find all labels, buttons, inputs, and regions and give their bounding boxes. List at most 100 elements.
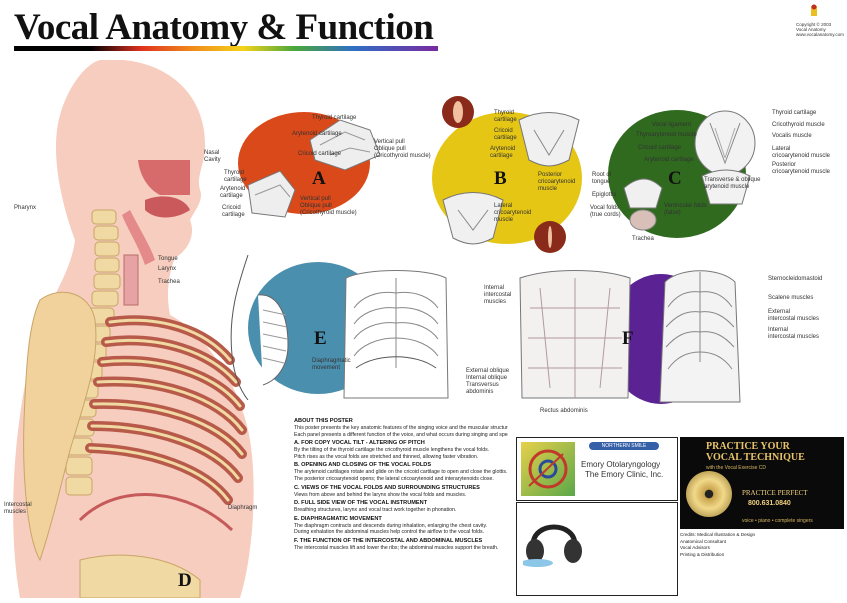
practice-footer: voice • piano • complete singers (742, 518, 813, 524)
label-b-lateral: Lateral cricoarytenoid muscle (494, 203, 532, 223)
figure-logo-icon (811, 4, 817, 16)
about-section-c-heading: C. VIEWS OF THE VOCAL FOLDS AND SURROUND… (294, 484, 480, 491)
title-rainbow-bar (14, 46, 438, 51)
about-intro-1: This poster presents the key anatomic fe… (294, 425, 508, 431)
about-section-e-line-1: The diaphragm contracts and descends dur… (294, 522, 488, 529)
about-section-b-line-2: The posterior cricoarytenoid opens; the … (294, 475, 494, 482)
emory-line-1: Emory Otolaryngology (581, 460, 661, 469)
label-c-vocal-ligament: Vocal ligament (652, 122, 692, 128)
emory-badge: NORTHERN SMILE (589, 442, 659, 450)
panel-e-letter: E (314, 328, 327, 349)
label-a-vertical-pull: Vertical pull Oblique pull (Cricothyroid… (300, 196, 357, 216)
practice-phone: 800.631.0840 (748, 500, 791, 507)
panel-a-cartilage-illustration (300, 110, 400, 180)
label-c-thyroid-r: Thyroid cartilage (772, 110, 817, 116)
label-c-vocalis-r: Vocalis muscle (772, 133, 812, 139)
larynx-cartilage-icon (309, 119, 381, 171)
about-section-d-line-1: Breathing structures, larynx and vocal t… (294, 507, 457, 514)
about-text-block: ABOUT THIS POSTER This poster presents t… (294, 418, 508, 594)
copyright-line-1: Copyright © 2003 (796, 22, 832, 27)
label-a-cricoid: Cricoid cartilage (298, 151, 342, 157)
about-section-d-heading: D. FULL SIDE VIEW OF THE VOCAL INSTRUMEN… (294, 500, 428, 507)
practice-headline-1: PRACTICE YOUR (706, 441, 790, 452)
cd-disc-icon (686, 471, 732, 517)
open-glottis-icon (442, 96, 474, 128)
label-c-arytenoid: Arytenoid cartilage (644, 157, 694, 163)
panel-b-cartilage-bottom (438, 190, 508, 248)
poster-title: Vocal Anatomy & Function (14, 7, 434, 48)
label-larynx: Larynx (158, 266, 177, 272)
target-arrow-icon (528, 449, 568, 489)
headphones-icon (521, 511, 585, 571)
side-body-illustration (13, 59, 254, 599)
panel-f-ribcage (650, 262, 750, 412)
about-section-f-heading: F. THE FUNCTION OF THE INTERCOSTAL AND A… (294, 537, 483, 544)
label-a-thyroid: Thyroid cartilage (312, 115, 357, 121)
about-heading: ABOUT THIS POSTER (294, 418, 353, 424)
label-a-thyroid-left: Thyroid cartilage (224, 170, 247, 183)
ribcage-front-icon (343, 270, 449, 399)
credits-line-1: Credits: Medical Illustration & Design (680, 532, 756, 537)
ad-emory[interactable]: NORTHERN SMILE Emory Otolaryngology The … (516, 437, 678, 501)
panel-f-muscles-front (510, 268, 640, 408)
arytenoid-back-view-icon (701, 169, 751, 205)
practice-headline-2: VOCAL TECHNIQUE (706, 452, 805, 463)
epiglottis-icon (623, 178, 663, 231)
panel-a-left-cartilage (240, 165, 300, 225)
emory-logo-graphic (521, 442, 575, 496)
about-section-c-line-1: Views from above and behind the larynx s… (294, 491, 467, 498)
label-b-arytenoid: Arytenoid cartilage (490, 146, 516, 159)
copyright-logo (807, 4, 821, 20)
about-section-a-line-1: By the tilting of the thyroid cartilage … (294, 447, 490, 454)
about-section-a-heading: A. FOR COPY VOCAL TILT - ALTERING OF PIT… (294, 440, 425, 447)
emory-line-2: The Emory Clinic, Inc. (585, 470, 664, 479)
label-a-vertical-pull-right: Vertical pull Oblique pull (Cricothyroid… (374, 139, 431, 159)
panel-c-back-view (698, 168, 754, 208)
label-c-epiglottis: Epiglottis (592, 192, 617, 198)
panel-b-letter: B (494, 168, 507, 189)
about-section-f-line-1: The intercostal muscles lift and lower t… (294, 544, 499, 551)
panel-a-letter: A (312, 168, 326, 189)
label-a-cricoid-left: Cricoid cartilage (222, 205, 245, 218)
panel-d-side-view (0, 59, 300, 599)
panel-c-epiglottis (618, 174, 668, 236)
label-b-thyroid: Thyroid cartilage (494, 110, 517, 123)
label-c-cricothyroid-r: Cricothyroid muscle (772, 122, 825, 128)
label-c-root-tongue: Root of tongue (592, 172, 612, 185)
panel-b-glottis-bottom (533, 220, 567, 254)
about-section-b-line-1: The arytenoid cartilages rotate and glid… (294, 469, 508, 476)
credits-block: Credits: Medical Illustration & Design A… (680, 532, 844, 594)
arytenoid-bottom-view-icon (442, 192, 504, 245)
practice-sub: with the Vocal Exercise CD (706, 465, 767, 471)
panel-e-torso-side (218, 254, 308, 401)
ad-practice[interactable]: PRACTICE YOUR VOCAL TECHNIQUE with the V… (680, 437, 844, 529)
credits-line-3: Vocal Advisors (680, 545, 710, 551)
label-f-internal-intercostal: Internal intercostal muscles (484, 285, 512, 305)
practice-brand: PRACTICE PERFECT (742, 489, 808, 497)
label-a-arytenoid: Arytenoid cartilage (292, 131, 342, 137)
label-diaphragm: Diaphragm (228, 505, 258, 511)
closed-glottis-icon (534, 221, 566, 253)
ad-hearfone[interactable] (516, 502, 678, 596)
label-c-vocal-folds: Vocal folds (true cords) (590, 205, 621, 218)
about-section-e-heading: E. DIAPHRAGMATIC MOVEMENT (294, 515, 382, 522)
copyright-line-3: www.vocalanatomy.com (796, 32, 844, 37)
label-b-posterior: Posterior cricoarytenoid muscle (538, 172, 576, 192)
credits-line-4: Printing & Distribution (680, 551, 725, 557)
label-b-cricoid: Cricoid cartilage (494, 128, 517, 141)
about-section-a-line-2: Pitch rises as the vocal folds are stret… (294, 453, 479, 460)
arytenoid-top-view-icon (518, 112, 580, 167)
label-a-arytenoid-left: Arytenoid cartilage (220, 186, 246, 199)
label-c-ventricular: Ventricular folds (false) (664, 203, 707, 216)
panel-f-letter: F (622, 328, 634, 349)
label-c-thyroarytenoid: Thyroarytenoid muscle (636, 132, 697, 138)
label-intercostal: Intercostal muscles (4, 502, 32, 515)
about-section-e-line-2: During exhalation the abdominal muscles … (294, 529, 485, 536)
panel-b-glottis-top (441, 95, 475, 129)
panel-c-letter: C (668, 168, 682, 189)
label-e-diaphragmatic: Diaphragmatic movement (312, 358, 351, 371)
torso-side-outline-icon (230, 254, 289, 401)
label-c-cricoid: Cricoid cartilage (638, 145, 682, 151)
label-f-external-intercostal: External intercostal muscles (768, 309, 820, 322)
copyright-line-2: Vocal Anatomy (796, 27, 826, 32)
